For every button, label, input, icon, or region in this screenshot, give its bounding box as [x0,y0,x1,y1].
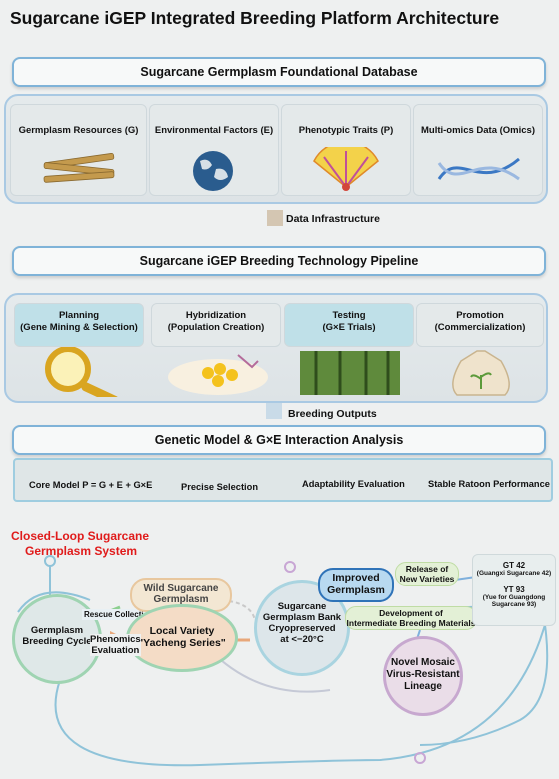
breeding-outputs-label: Breeding Outputs [288,408,377,420]
cycle-title-line2: Germplasm System [25,544,138,558]
testing-card: Testing (G×E Trials) [284,303,414,347]
yt93-title: YT 93 [503,585,525,594]
model-panel: Core Model P = G + E + G×E Precise Selec… [13,458,553,502]
testing-subtitle: (G×E Trials) [322,322,376,333]
local-variety-line1: Local Variety [149,625,215,637]
phenotype-fan-icon [313,147,379,191]
yt93-subtitle1: (Yue for Guangdong [482,594,546,601]
hybridization-card: Hybridization (Population Creation) [151,303,281,347]
intermediate-materials-node: Development of Intermediate Breeding Mat… [345,606,477,630]
development-line1: Development of [379,608,443,618]
pipeline-banner: Sugarcane iGEP Breeding Technology Pipel… [12,246,546,276]
novel-line3: Lineage [404,681,442,692]
multi-omics-card: Multi-omics Data (Omics) [413,104,543,196]
data-infrastructure-label: Data Infrastructure [286,213,380,225]
precise-selection-label: Precise Selection [181,482,258,492]
planning-subtitle: (Gene Mining & Selection) [20,322,138,333]
environmental-factors-label: Environmental Factors (E) [154,125,274,136]
breeding-cycle-line1: Germplasm [30,625,84,636]
testing-title: Testing [332,310,366,321]
planning-title: Planning [58,310,100,321]
model-banner: Genetic Model & G×E Interaction Analysis [12,425,546,455]
release-new-varieties-node: Release of New Varieties [395,562,459,586]
magnifier-icon [45,347,119,397]
seed-bag-icon [452,350,510,396]
release-line1: Release of [405,564,449,574]
earth-icon [193,151,233,191]
phenotypic-traits-card: Phenotypic Traits (P) [281,104,411,196]
germplasm-resources-card: Germplasm Resources (G) [10,104,147,196]
promotion-subtitle: (Commercialization) [434,322,526,333]
bank-line3: Cryopreserved [268,623,336,634]
novel-line2: Virus-Resistant [386,669,460,680]
gt42-title: GT 42 [502,561,526,570]
wild-line1: Wild Sugarcane [143,583,219,594]
database-banner: Sugarcane Germplasm Foundational Databas… [12,57,546,87]
development-line2: Intermediate Breeding Materials [346,618,476,628]
germplasm-resources-label: Germplasm Resources (G) [18,125,139,136]
dna-helix-icon [437,157,520,181]
pipeline-panel: Planning (Gene Mining & Selection) Hybri… [4,293,548,403]
improved-line1: Improved [332,572,380,584]
sugarcane-stalks-icon [43,153,115,183]
core-model-label: Core Model P = G + E + G×E [29,480,153,490]
improved-germplasm-node: Improved Germplasm [318,568,394,602]
phenomics-line2: Evaluation [91,645,140,656]
hybridization-subtitle: (Population Creation) [167,322,265,333]
trees-field-icon [300,351,400,395]
improved-line2: Germplasm [327,584,385,596]
flower-icon [168,354,268,395]
local-variety-node: Local Variety "Yacheng Series" [126,604,238,672]
phenotypic-traits-label: Phenotypic Traits (P) [298,125,394,136]
bank-line2: Germplasm Bank [262,612,342,623]
local-variety-line2: "Yacheng Series" [138,637,226,649]
phenomics-node: Phenomics Evaluation [90,634,141,656]
adaptability-evaluation-label: Adaptability Evaluation [302,479,405,489]
novel-line1: Novel Mosaic [391,657,455,668]
data-infrastructure-connector-icon [267,210,283,226]
wild-line2: Germplasm [153,594,209,605]
rescue-collection-label: Rescue Collection [82,609,156,620]
promotion-card: Promotion (Commercialization) [416,303,544,347]
multi-omics-label: Multi-omics Data (Omics) [420,125,536,136]
phenomics-line1: Phenomics [90,634,141,645]
release-line2: New Varieties [399,574,455,584]
bank-line4: at <−20°C [280,634,324,645]
planning-card: Planning (Gene Mining & Selection) [14,303,144,347]
breeding-cycle-line2: Breeding Cycle [22,636,92,647]
novel-lineage-node: Novel Mosaic Virus-Resistant Lineage [383,636,463,716]
germplasm-breeding-cycle-node: Germplasm Breeding Cycle [12,594,102,684]
yt93-subtitle2: Sugarcane 93) [491,601,537,608]
hybridization-title: Hybridization [185,310,247,321]
cycle-title-line1: Closed-Loop Sugarcane [11,529,150,543]
promotion-title: Promotion [456,310,504,321]
bank-line1: Sugarcane [277,601,327,612]
stable-ratoon-label: Stable Ratoon Performance [428,479,550,489]
environmental-factors-card: Environmental Factors (E) [149,104,279,196]
gt42-subtitle: (Guangxi Sugarcane 42) [476,570,552,577]
released-varieties-box: GT 42 (Guangxi Sugarcane 42) YT 93 (Yue … [472,554,556,626]
database-panel: Germplasm Resources (G) Environmental Fa… [4,94,548,204]
breeding-outputs-connector-icon [266,403,282,419]
page-title: Sugarcane iGEP Integrated Breeding Platf… [10,8,500,28]
